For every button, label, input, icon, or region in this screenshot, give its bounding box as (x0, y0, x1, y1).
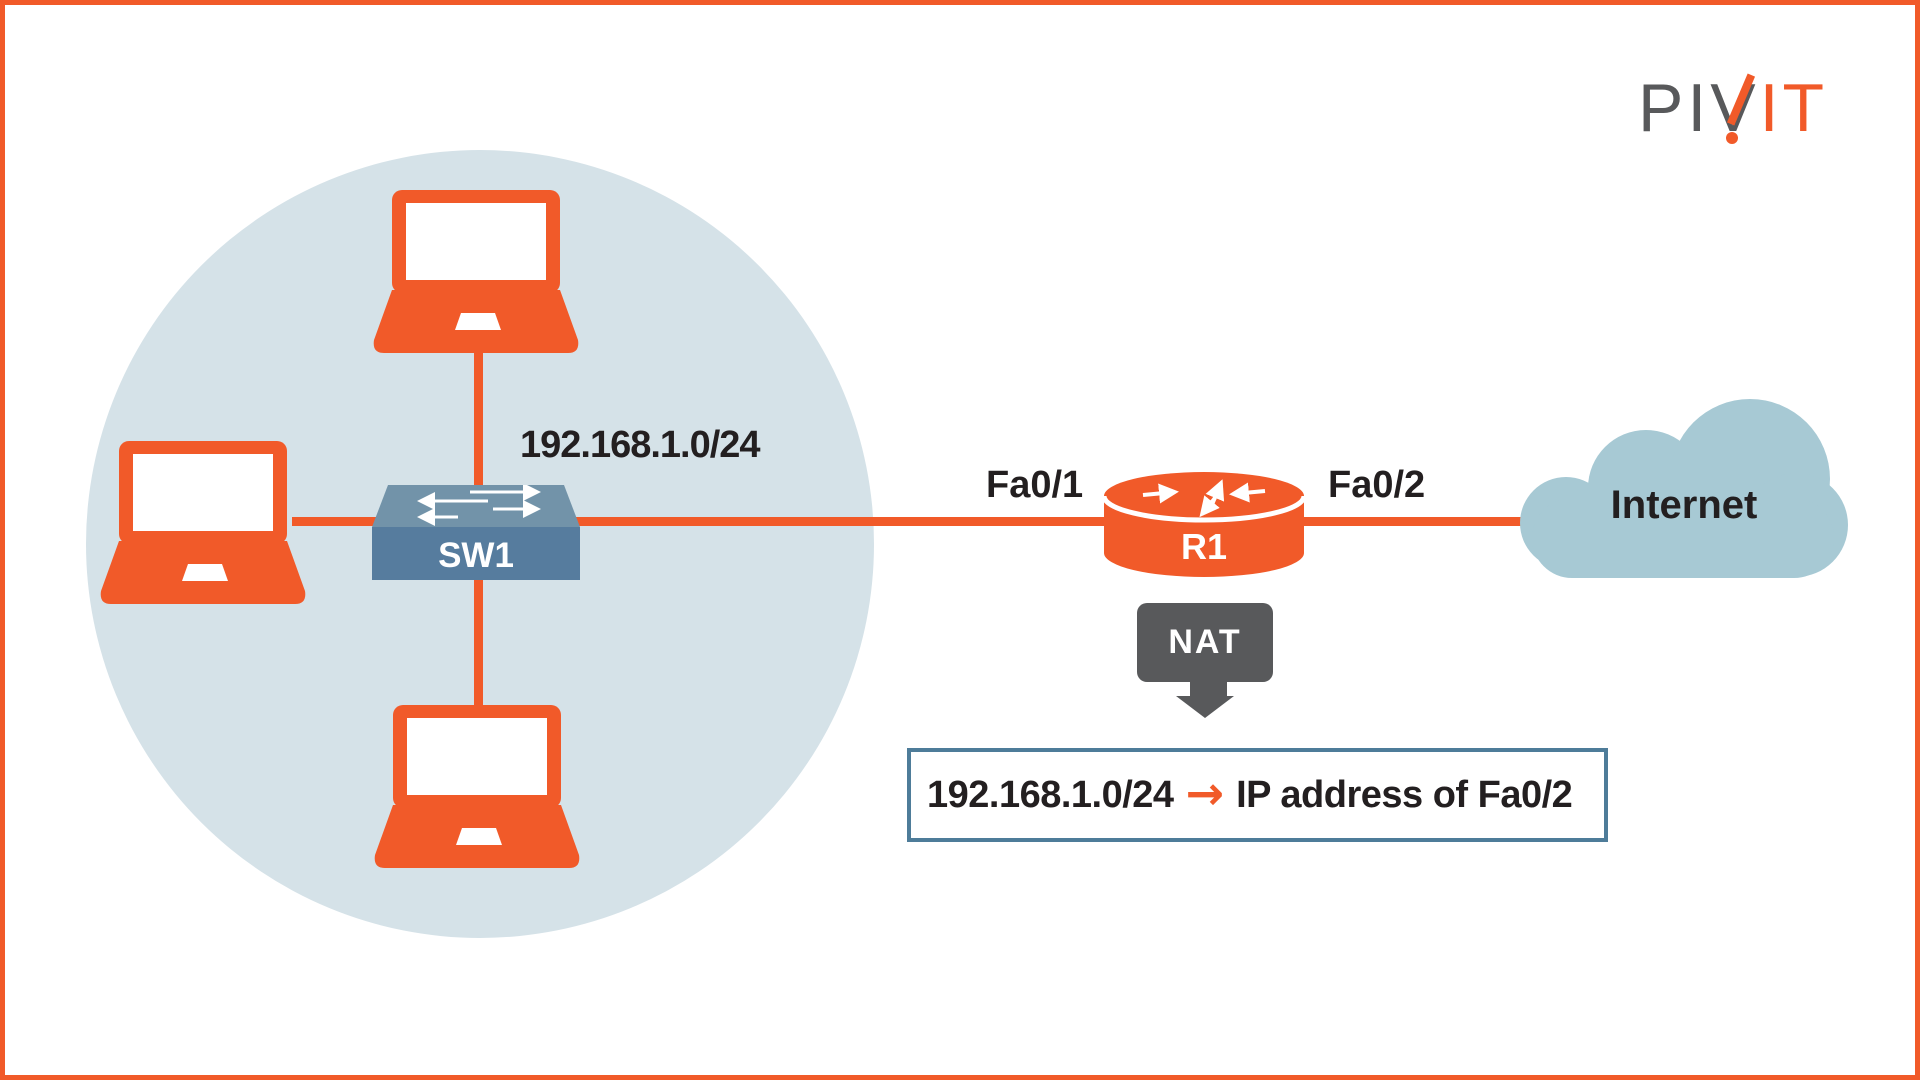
laptop-icon (374, 705, 580, 868)
interface-label-fa0-1: Fa0/1 (986, 464, 1084, 506)
down-arrow-icon (1176, 680, 1234, 718)
nat-mapping-box: 192.168.1.0/24 → IP address of Fa0/2 (907, 748, 1608, 842)
switch-arrows-icon (417, 485, 541, 526)
link-laptop-top-switch (474, 345, 483, 503)
interface-label-fa0-2: Fa0/2 (1328, 464, 1426, 506)
logo-text-orange: IT (1759, 70, 1829, 146)
right-arrow-icon: → (1185, 766, 1225, 820)
router-arrows-icon (1142, 479, 1266, 518)
switch-icon: SW1 (372, 485, 580, 580)
switch-label: SW1 (438, 536, 514, 575)
link-switch-router-cloud (292, 517, 1522, 526)
laptop-icon (100, 441, 306, 604)
logo-dot-icon (1726, 132, 1738, 144)
pivit-logo: PIVIT (1638, 73, 1828, 144)
nat-rule-target: IP address of Fa0/2 (1236, 773, 1573, 816)
nat-rule-source: 192.168.1.0/24 (927, 773, 1174, 816)
cloud-label: Internet (1611, 483, 1758, 527)
link-laptop-bottom-switch (474, 565, 483, 715)
subnet-label: 192.168.1.0/24 (520, 424, 761, 466)
nat-badge: NAT (1137, 603, 1273, 682)
router-icon: R1 (1103, 472, 1305, 577)
laptop-icon (373, 190, 579, 353)
router-label: R1 (1181, 526, 1227, 567)
cloud-icon: Internet (1520, 399, 1848, 578)
